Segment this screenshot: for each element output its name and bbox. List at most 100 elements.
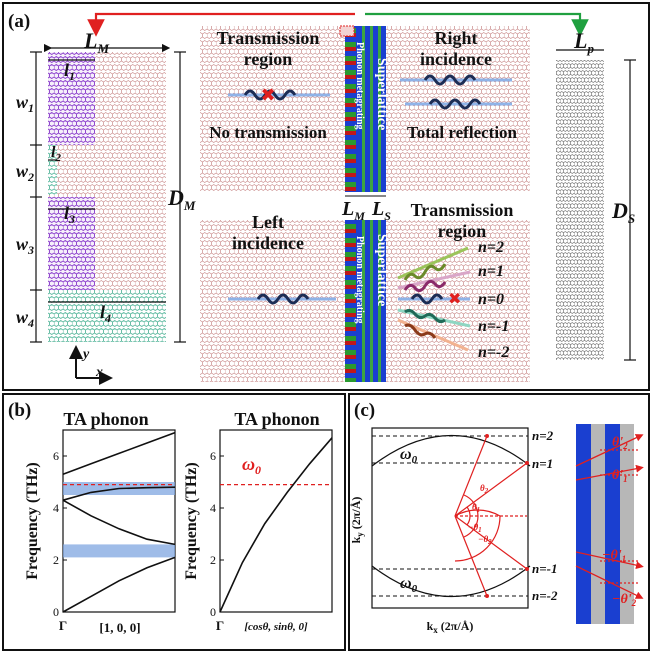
panel-b-label: (b) (8, 400, 31, 421)
dispersion-branch-3 (62, 431, 176, 475)
order-n2: n=2 (478, 239, 504, 256)
c-order-nm1: n=-1 (532, 561, 557, 576)
upper-wave-reflected (405, 98, 512, 110)
order-n1: n=1 (478, 263, 504, 280)
upper-wave-blocked: ✖ (228, 85, 330, 106)
lower-trans-line1: Transmission (411, 200, 514, 220)
strip-upper (339, 25, 386, 192)
left-incidence-line2: incidence (232, 233, 304, 253)
green-connector-arrow (365, 12, 589, 37)
c-dashed-levels (372, 435, 528, 597)
panel-b-frame (2, 393, 346, 651)
dim-LM-center: LM (341, 198, 365, 223)
c-order-n1: n=1 (532, 456, 553, 471)
panel-a-frame (2, 2, 650, 391)
superlattice-unit-cell (556, 60, 604, 360)
dim-DM: DM (167, 185, 196, 213)
panel-a-label: (a) (8, 11, 30, 32)
c-order-n2: n=2 (532, 428, 554, 443)
order-n0: n=0 (478, 291, 504, 308)
ytick-label: 2 (210, 553, 216, 567)
dim-l4: l4 (100, 302, 111, 325)
ytick-label: 6 (210, 449, 216, 463)
dispersion-branch-0 (219, 437, 333, 613)
no-transmission-text: No transmission (209, 123, 327, 142)
dispersion-branch-1 (62, 499, 176, 546)
panel-c-frame (348, 393, 650, 651)
c-ylabel: ky (2π/Å) (349, 497, 365, 544)
b-left-gamma: Γ (59, 618, 67, 633)
diffracted-orders (397, 246, 471, 352)
c-lower-contour (371, 565, 531, 598)
c-strip-mtheta2: −θ'2 (612, 592, 637, 608)
b-left-xlabel: [1, 0, 0] (99, 620, 140, 635)
upper-trans-line2: region (244, 49, 293, 69)
c-xlabel: kx (2π/Å) (427, 619, 474, 635)
dispersion-branch-2 (62, 486, 176, 501)
ytick-label: 4 (53, 501, 59, 515)
b-right-ylabel: Frequency (THz) (183, 462, 200, 579)
c-dots (485, 434, 529, 598)
dim-w1: w1 (16, 92, 34, 115)
dim-w3: w3 (16, 234, 34, 257)
order-nm1: n=-1 (478, 318, 509, 335)
c-order-nm2: n=-2 (532, 588, 558, 603)
red-connector-arrow (87, 12, 355, 37)
c-plot-frame (371, 427, 529, 609)
panel-c-label: (c) (354, 400, 375, 421)
c-omega-bot: ω0 (400, 575, 418, 595)
order-nm2: n=-2 (478, 344, 509, 361)
c-theta1: θ1 (472, 502, 480, 514)
upper-trans-line1: Transmission (217, 28, 320, 48)
c-omega-top: ω0 (400, 446, 418, 466)
c-strip-theta1: θ'1 (612, 468, 628, 484)
total-reflection-text: Total reflection (407, 123, 518, 142)
dim-l2: l2 (51, 144, 61, 164)
n0-blocked-x: ✖ (448, 289, 461, 308)
c-strip-mtheta1: −θ'1 (602, 548, 626, 564)
right-incidence-line2: incidence (420, 49, 492, 69)
dim-w4: w4 (16, 307, 34, 330)
c-mtheta1: −θ1 (468, 522, 482, 534)
c-strip-rays (575, 434, 644, 599)
dim-lines-right (556, 49, 636, 361)
metagrating-label-lower: Phonon metagrating (354, 236, 365, 324)
dim-l3: l3 (64, 203, 75, 226)
c-upper-contour (371, 434, 531, 467)
right-incidence-line1: Right (434, 28, 477, 48)
upper-wave-incident (400, 74, 512, 86)
axis-x-label: x (95, 365, 103, 380)
xy-axes (69, 345, 113, 385)
dim-Lp: Lp (573, 28, 594, 56)
superlattice-label-lower: Superlattice (374, 234, 389, 306)
b-left-ylabel: Frequency (THz) (24, 462, 41, 579)
c-mtheta2: −θ2 (478, 534, 492, 546)
dim-DS: DS (611, 198, 635, 226)
b-right-omega: ω0 (242, 454, 261, 477)
c-strip-theta2: θ'2 (612, 435, 628, 451)
strip-lower (345, 220, 386, 382)
b-left-title: TA phonon (63, 409, 148, 429)
dim-w2: w2 (16, 161, 34, 184)
ytick-label: 4 (210, 501, 216, 515)
left-incidence-line1: Left (252, 212, 284, 232)
dispersion-branch-0 (62, 556, 176, 613)
b-right-gamma: Γ (216, 618, 224, 633)
b-right-plot: 0 2 4 6 (210, 429, 333, 619)
axis-y-label: y (81, 347, 90, 362)
dim-LS-center: LS (371, 198, 391, 223)
bandgap-band (63, 544, 175, 558)
ytick-label: 2 (53, 553, 59, 567)
c-theta2: θ2 (480, 483, 489, 495)
dimension-lines (30, 43, 186, 343)
svg-text:✖: ✖ (260, 85, 275, 106)
c-wavevector-rays (454, 435, 528, 597)
ytick-label: 6 (53, 449, 59, 463)
lower-wave-incident (228, 293, 336, 305)
dim-LM: LM (83, 28, 109, 56)
ytick-label: 0 (210, 605, 216, 619)
lower-trans-line2: region (438, 221, 487, 241)
metagrating-unit-cell (48, 52, 166, 342)
